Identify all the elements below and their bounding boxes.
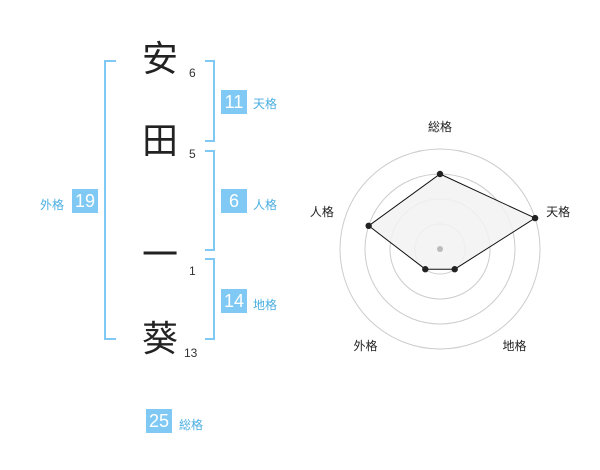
- soukaku-value: 25: [146, 409, 172, 433]
- name-char-1: 安: [142, 39, 179, 80]
- radar-point-3: [451, 266, 458, 273]
- radar-axis-label-5: 人格: [310, 204, 334, 219]
- radar-axis-label-4: 外格: [353, 338, 377, 353]
- radar-point-1: [436, 170, 444, 178]
- radar-axis-label-2: 天格: [546, 204, 570, 219]
- jinkaku-label: 人格: [253, 198, 278, 212]
- radar-point-5: [365, 222, 372, 230]
- chikaku-label: 地格: [253, 298, 278, 312]
- jinkaku-value: 6: [221, 189, 247, 213]
- gaikaku-label: 外格: [40, 198, 65, 212]
- gaikaku-bracket: [104, 60, 116, 340]
- radar-axis-label-1: 総格: [428, 119, 452, 134]
- soukaku-label: 総格: [179, 418, 204, 432]
- radar-polygon: [367, 173, 537, 270]
- name-char-2: 田: [142, 121, 179, 162]
- stroke-count-2: 5: [189, 147, 196, 161]
- radar-center-dot: [437, 246, 443, 252]
- stroke-count-4: 13: [184, 346, 198, 360]
- tenkaku-value: 11: [221, 90, 247, 114]
- chikaku-bracket: [205, 258, 215, 340]
- name-char-3: 一: [142, 235, 179, 276]
- chikaku-value: 14: [221, 289, 247, 313]
- radar-ring-4: [339, 148, 541, 350]
- radar-point-2: [531, 214, 539, 222]
- tenkaku-label: 天格: [253, 97, 278, 111]
- tenkaku-bracket: [205, 60, 215, 142]
- jinkaku-bracket: [205, 150, 215, 251]
- radar-points: [365, 170, 539, 273]
- radar-axis-label-3: 地格: [503, 338, 527, 353]
- stroke-count-1: 6: [189, 66, 196, 80]
- stroke-count-3: 1: [189, 264, 196, 278]
- radar-point-4: [422, 266, 429, 273]
- name-char-4: 葵: [142, 319, 179, 360]
- gaikaku-value: 19: [72, 189, 98, 213]
